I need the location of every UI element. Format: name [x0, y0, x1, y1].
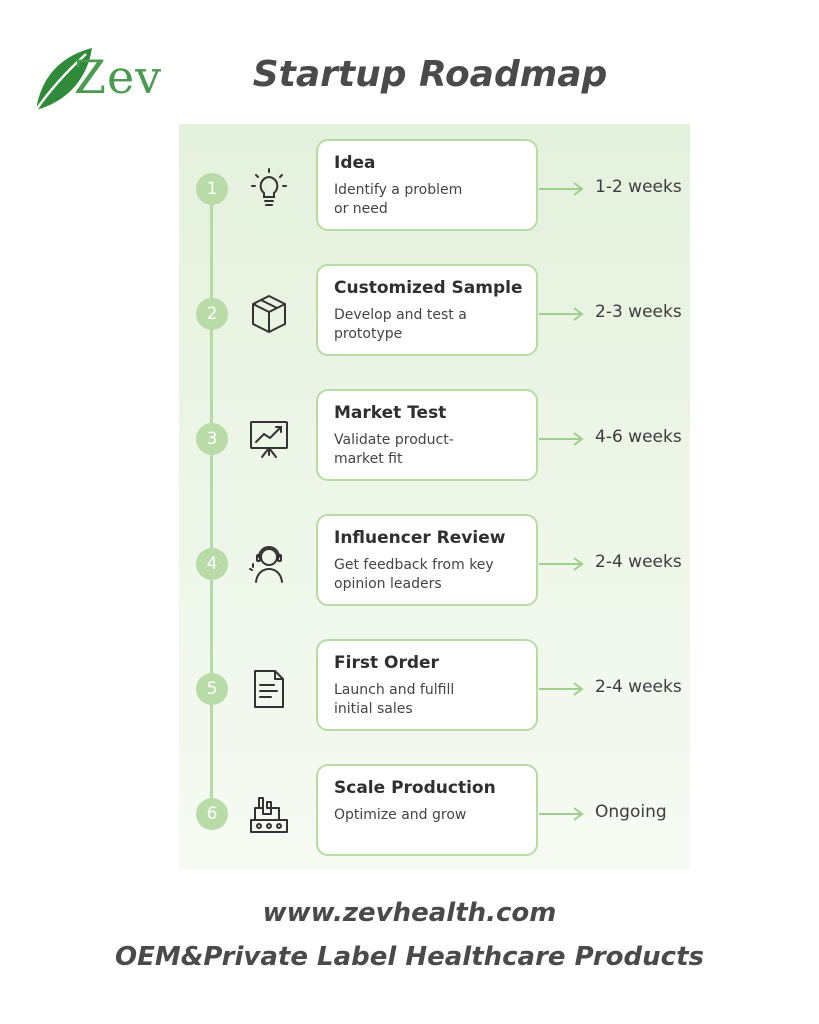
step-number-badge: 6: [196, 798, 228, 830]
roadmap-step-scale-production: 6 Scale Production Optimize and grow Ong…: [179, 764, 690, 864]
step-duration: 1-2 weeks: [595, 177, 682, 197]
roadmap-step-idea: 1 Idea Identify a problem or need 1-2 we…: [179, 139, 690, 239]
leaf-icon: [34, 48, 92, 111]
website-link[interactable]: www.zevhealth.com: [262, 898, 557, 928]
step-name: Idea: [334, 153, 376, 173]
step-description: Launch and fulfill initial sales: [334, 682, 455, 717]
arrow-right-icon: [539, 182, 584, 196]
step-name: Influencer Review: [334, 528, 506, 548]
document-icon: [247, 667, 291, 711]
roadmap-step-customized-sample: 2 Customized Sample Develop and test a p…: [179, 264, 690, 364]
step-card: Scale Production Optimize and grow: [316, 764, 538, 856]
step-name: First Order: [334, 653, 439, 673]
roadmap-step-first-order: 5 First Order Launch and fulfill initial…: [179, 639, 690, 739]
arrow-right-icon: [539, 557, 584, 571]
step-description: Validate product- market fit: [334, 432, 454, 467]
zev-logo: Zev: [30, 40, 175, 112]
headset-person-icon: [247, 542, 291, 586]
step-card: Influencer Review Get feedback from key …: [316, 514, 538, 606]
step-description: Optimize and grow: [334, 807, 467, 823]
step-description: Identify a problem or need: [334, 182, 463, 217]
step-duration: 2-3 weeks: [595, 302, 682, 322]
step-duration: 2-4 weeks: [595, 552, 682, 572]
step-card: Idea Identify a problem or need: [316, 139, 538, 231]
step-number-badge: 4: [196, 548, 228, 580]
roadmap-panel: 1 Idea Identify a problem or need 1-2 we…: [179, 124, 690, 870]
step-number-badge: 3: [196, 423, 228, 455]
step-description: Develop and test a prototype: [334, 307, 467, 342]
step-name: Scale Production: [334, 778, 496, 798]
arrow-right-icon: [539, 307, 584, 321]
step-duration: 2-4 weeks: [595, 677, 682, 697]
timeline-rail: [210, 186, 213, 812]
arrow-right-icon: [539, 807, 584, 821]
step-number-badge: 1: [196, 173, 228, 205]
lightbulb-icon: [247, 167, 291, 211]
step-duration: 4-6 weeks: [595, 427, 682, 447]
arrow-right-icon: [539, 682, 584, 696]
step-number-badge: 5: [196, 673, 228, 705]
step-duration: Ongoing: [595, 802, 667, 822]
factory-icon: [247, 792, 291, 836]
logo-text: Zev: [74, 50, 163, 104]
step-number-badge: 2: [196, 298, 228, 330]
step-description: Get feedback from key opinion leaders: [334, 557, 494, 592]
step-name: Customized Sample: [334, 278, 523, 298]
step-card: Market Test Validate product- market fit: [316, 389, 538, 481]
roadmap-step-market-test: 3 Market Test Validate product- market f…: [179, 389, 690, 489]
page-title: Startup Roadmap: [252, 54, 608, 95]
arrow-right-icon: [539, 432, 584, 446]
box-icon: [247, 292, 291, 336]
step-card: First Order Launch and fulfill initial s…: [316, 639, 538, 731]
step-card: Customized Sample Develop and test a pro…: [316, 264, 538, 356]
roadmap-step-influencer-review: 4 Influencer Review Get feedback from ke…: [179, 514, 690, 614]
company-tagline: OEM&Private Label Healthcare Products: [115, 942, 704, 972]
trend-chart-icon: [247, 417, 291, 461]
step-name: Market Test: [334, 403, 447, 423]
